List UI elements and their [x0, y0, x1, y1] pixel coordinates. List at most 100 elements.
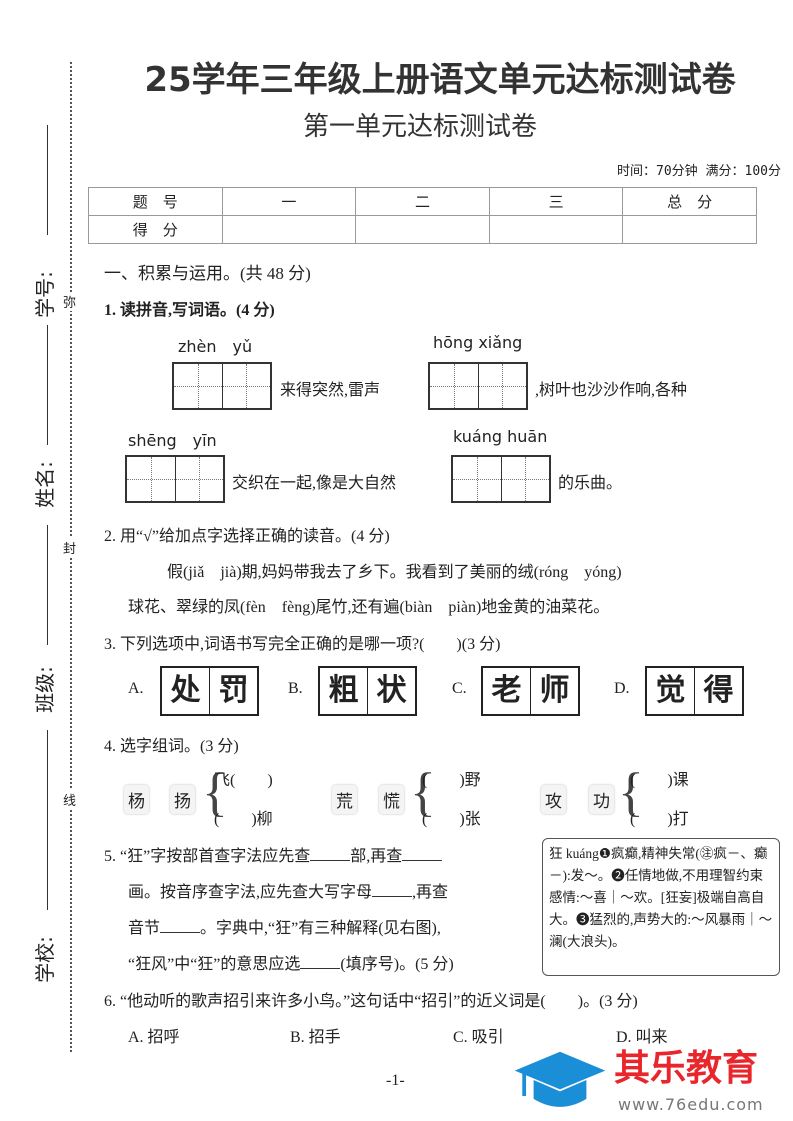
binding-dotted-line: [70, 62, 72, 1052]
choice-char: 功: [589, 785, 614, 814]
answer-blank[interactable]: [402, 860, 443, 861]
page-title: 25学年三年级上册语文单元达标测试卷: [144, 60, 736, 100]
text: 交织在一起,像是大自然: [232, 475, 397, 492]
question-1: 1. 读拼音,写词语。(4 分): [104, 302, 275, 319]
question-6: 6. “他动听的歌声招引来许多小鸟。”这句话中“招引”的近义词是( )。(3 分…: [104, 993, 638, 1010]
q5-text: (填序号)。(5 分): [340, 956, 454, 973]
logo-url: www.76edu.com: [618, 1095, 764, 1114]
q5-text: ,再查: [412, 884, 449, 901]
blank-word[interactable]: ( )打: [630, 811, 689, 828]
char: 罚: [218, 674, 249, 707]
choice-char: 杨: [124, 785, 149, 814]
score-cell[interactable]: [221, 215, 357, 244]
q5-text: 5. “狂”字按部首查字法应先查: [104, 848, 311, 865]
section-heading: 一、积累与运用。(共 48 分): [104, 264, 311, 283]
q2-line: 球花、翠绿的凤(fèn fèng)尾竹,还有遍(biàn piàn)地金黄的油菜…: [128, 599, 610, 616]
name-line[interactable]: [47, 325, 48, 445]
pinyin: shēng yīn: [128, 431, 217, 450]
question-4: 4. 选字组词。(3 分): [104, 738, 239, 755]
choice-char: 攻: [541, 785, 566, 814]
option-label: A.: [128, 680, 144, 697]
option-a[interactable]: 处罚: [160, 666, 259, 716]
score-table: 题 号一二三总 分 得 分: [88, 187, 757, 244]
choice-char: 慌: [379, 785, 404, 814]
logo: 其乐教育 www.76edu.com: [510, 1047, 793, 1121]
q5-text: “狂风”中“狂”的意思应选: [128, 956, 301, 973]
seal-char: 线: [63, 790, 77, 809]
option-c[interactable]: 老师: [481, 666, 580, 716]
option-b[interactable]: B. 招手: [290, 1029, 341, 1046]
char: 处: [162, 668, 210, 714]
answer-blank[interactable]: [310, 860, 351, 861]
blank-word[interactable]: ( )张: [422, 811, 481, 828]
table-header: 一: [221, 187, 357, 216]
brace: {: [618, 762, 644, 822]
dictionary-entry: 狂 kuáng❶疯癫,精神失常(㊟疯－、癫－):发～。❷任情地做,不用理智约束感…: [542, 838, 780, 976]
table-header: 题 号: [88, 187, 223, 216]
blank-word[interactable]: ( )柳: [214, 811, 273, 828]
school-label: 学校:: [32, 936, 57, 983]
text: 的乐曲。: [558, 475, 623, 492]
school-line[interactable]: [47, 730, 48, 910]
score-cell[interactable]: [355, 215, 490, 244]
char: 师: [539, 674, 570, 707]
brace: {: [202, 762, 228, 822]
choice-char: 扬: [170, 785, 195, 814]
option-label: B.: [288, 680, 303, 697]
option-d[interactable]: 觉得: [645, 666, 744, 716]
table-row-label: 得 分: [88, 215, 223, 244]
name-label: 姓名:: [32, 461, 57, 508]
option-c[interactable]: C. 吸引: [453, 1029, 504, 1046]
answer-blank[interactable]: [372, 896, 413, 897]
student-id-label: 学号:: [32, 271, 57, 318]
seal-char: 弥: [63, 292, 77, 311]
option-label: C.: [452, 680, 467, 697]
graduation-cap-icon: [514, 1051, 606, 1107]
choice-char: 荒: [332, 785, 357, 814]
student-id-line[interactable]: [47, 125, 48, 235]
q5-text: 。字典中,“狂”有三种解释(见右图),: [200, 920, 441, 937]
page-number: -1-: [386, 1072, 405, 1089]
class-label: 班级:: [32, 666, 57, 713]
writing-grid[interactable]: [125, 455, 225, 503]
blank-word[interactable]: 飞( ): [214, 772, 273, 789]
writing-grid[interactable]: [451, 455, 551, 503]
writing-grid[interactable]: [428, 362, 528, 410]
char: 得: [703, 674, 734, 707]
char: 觉: [647, 668, 695, 714]
table-header: 三: [488, 187, 624, 216]
char: 老: [483, 668, 531, 714]
char: 状: [376, 674, 407, 707]
q2-line: 假(jiǎ jià)期,妈妈带我去了乡下。我看到了美丽的绒(róng yóng): [167, 564, 622, 581]
blank-word[interactable]: ( )课: [630, 772, 689, 789]
option-d[interactable]: D. 叫来: [616, 1029, 668, 1046]
text: 来得突然,雷声: [280, 382, 381, 399]
option-label: D.: [614, 680, 630, 697]
option-a[interactable]: A. 招呼: [128, 1029, 180, 1046]
option-b[interactable]: 粗状: [318, 666, 417, 716]
score-cell[interactable]: [622, 215, 757, 244]
table-header: 总 分: [622, 187, 757, 216]
pinyin: hōng xiǎng: [433, 333, 523, 352]
text: ,树叶也沙沙作响,各种: [535, 382, 688, 399]
seal-char: 封: [63, 538, 77, 557]
q5-text: 部,再查: [350, 848, 403, 865]
question-2: 2. 用“√”给加点字选择正确的读音。(4 分): [104, 528, 390, 545]
writing-grid[interactable]: [172, 362, 272, 410]
answer-blank[interactable]: [300, 968, 341, 969]
page-subtitle: 第一单元达标测试卷: [302, 112, 537, 142]
table-header: 二: [355, 187, 490, 216]
class-line[interactable]: [47, 525, 48, 645]
blank-word[interactable]: ( )野: [422, 772, 481, 789]
answer-blank[interactable]: [160, 932, 201, 933]
char: 粗: [320, 668, 368, 714]
q5-text: 画。按音序查字法,应先查大写字母: [128, 884, 373, 901]
logo-name: 其乐教育: [614, 1048, 759, 1089]
pinyin: zhèn yǔ: [178, 337, 253, 356]
time-info: 时间：70分钟 满分：100分: [617, 164, 781, 179]
pinyin: kuáng huān: [453, 427, 548, 446]
question-3: 3. 下列选项中,词语书写完全正确的是哪一项?( )(3 分): [104, 636, 501, 653]
brace: {: [410, 762, 436, 822]
q5-text: 音节: [128, 920, 161, 937]
score-cell[interactable]: [488, 215, 624, 244]
